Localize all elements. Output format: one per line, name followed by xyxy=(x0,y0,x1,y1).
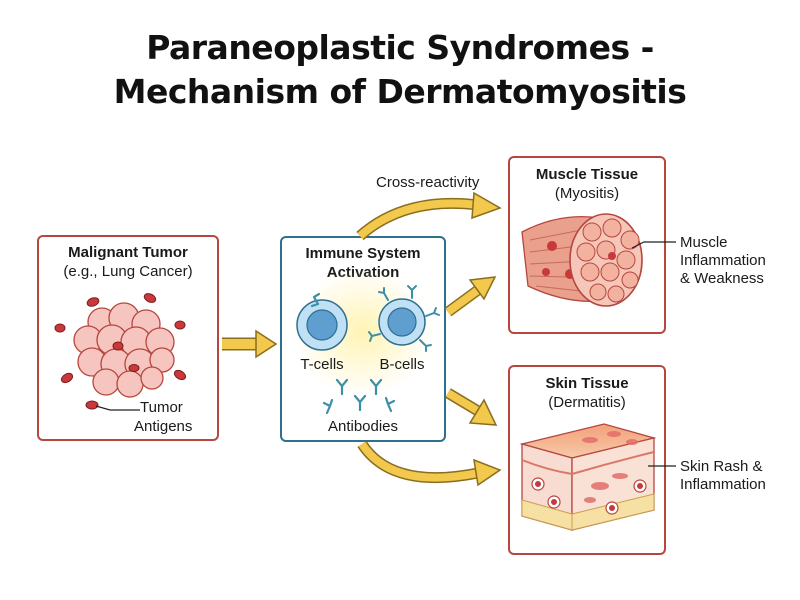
muscle-side-label-3: & Weakness xyxy=(680,270,764,287)
antibodies-label: Antibodies xyxy=(327,418,399,435)
title-line-1: Paraneoplastic Syndromes - xyxy=(146,28,654,67)
title-line-2: Mechanism of Dermatomyositis xyxy=(113,72,687,111)
page-title: Paraneoplastic Syndromes - Mechanism of … xyxy=(0,26,800,114)
arrow-lower-curve xyxy=(357,440,502,487)
skin-illustration xyxy=(519,423,657,531)
tumor-title: Malignant Tumor xyxy=(68,244,188,261)
muscle-illustration xyxy=(521,213,643,307)
arrow-immune-to-muscle xyxy=(444,276,497,317)
skin-title: Skin Tissue xyxy=(545,375,629,392)
cross-reactivity-label: Cross-reactivity xyxy=(376,174,480,191)
skin-side-label-2: Inflammation xyxy=(680,476,766,493)
t-cell-illustration xyxy=(296,299,348,351)
antibodies-illustration xyxy=(310,292,396,415)
tumor-box: Malignant Tumor (e.g., Lung Cancer) xyxy=(37,235,219,441)
muscle-title: Muscle Tissue xyxy=(535,166,639,183)
tumor-illustration xyxy=(73,302,175,398)
tumor-subtitle: (e.g., Lung Cancer) xyxy=(63,263,193,280)
arrow-cross-reactivity xyxy=(356,191,502,241)
b-cell-illustration xyxy=(368,285,440,352)
arrow-immune-to-skin xyxy=(445,388,498,426)
tumor-antigens xyxy=(54,293,187,410)
tumor-antigens-label-2: Antigens xyxy=(134,418,193,435)
skin-side-label-1: Skin Rash & xyxy=(680,458,763,475)
arrow-tumor-to-immune xyxy=(222,329,278,359)
tcells-label: T-cells xyxy=(300,356,344,373)
immune-title-1: Immune System xyxy=(305,245,421,262)
skin-subtitle: (Dermatitis) xyxy=(548,394,626,411)
tumor-antigens-label-1: Tumor xyxy=(140,399,183,416)
muscle-side-label-2: Inflammation xyxy=(680,252,766,269)
muscle-subtitle: (Myositis) xyxy=(554,185,620,202)
bcells-label: B-cells xyxy=(379,356,425,373)
muscle-side-label-1: Muscle xyxy=(680,234,728,251)
